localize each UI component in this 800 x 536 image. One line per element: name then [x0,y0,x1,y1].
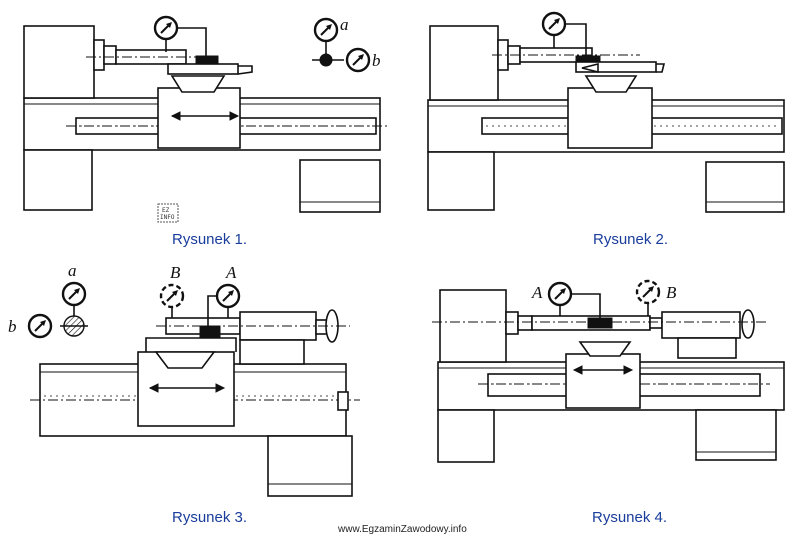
dial-gauge-b-icon [345,47,371,73]
tailstock [661,311,741,339]
label-B: B [666,283,677,302]
lathe-leg-left [23,149,93,211]
headstock [23,25,95,99]
carriage [157,87,241,149]
label-B: B [170,263,181,282]
label-a: a [340,15,349,34]
label-b: b [8,317,17,336]
caption-figure-1: Rysunek 1. [172,231,247,248]
dial-gauge-icon [153,15,179,41]
lathe-leg-left [437,409,495,463]
headstock [429,25,499,101]
dial-gauge-B-icon [635,279,661,305]
handwheel-icon [741,309,755,339]
dial-gauge-A-icon [547,281,573,307]
lathe-leg-right [299,159,381,213]
svg-text:INFO: INFO [160,214,175,221]
label-A: A [531,283,543,302]
figure-3: B A a b Rysunek 3. [8,261,360,526]
carriage [567,87,653,149]
label-b: b [372,51,381,70]
figure-2: Rysunek 2. [427,11,785,248]
lathe-leg-right [705,161,785,213]
caption-figure-4: Rysunek 4. [592,509,667,526]
ez-info-stamp [157,203,179,223]
dial-gauge-b-icon [27,313,53,339]
figure-1: a b EZ INFO Rysunek 1. [23,15,390,248]
dial-gauge-B-icon [159,283,185,309]
lathe-leg-right [267,435,353,497]
dial-gauge-a-icon [313,17,339,43]
label-A: A [225,263,237,282]
dial-gauge-icon [541,11,567,37]
svg-text:EZ: EZ [162,207,170,214]
lathe-leg-left [427,151,495,211]
dial-gauge-a-icon [61,281,87,307]
caption-figure-3: Rysunek 3. [172,509,247,526]
headstock [439,289,507,363]
dial-gauge-A-icon [215,283,241,309]
website-footer: www.EgzaminZawodowy.info [337,524,467,535]
label-a: a [68,261,77,280]
carriage [565,353,641,409]
figure-4: A B Rysunek 4. [432,279,785,526]
caption-figure-2: Rysunek 2. [593,231,668,248]
